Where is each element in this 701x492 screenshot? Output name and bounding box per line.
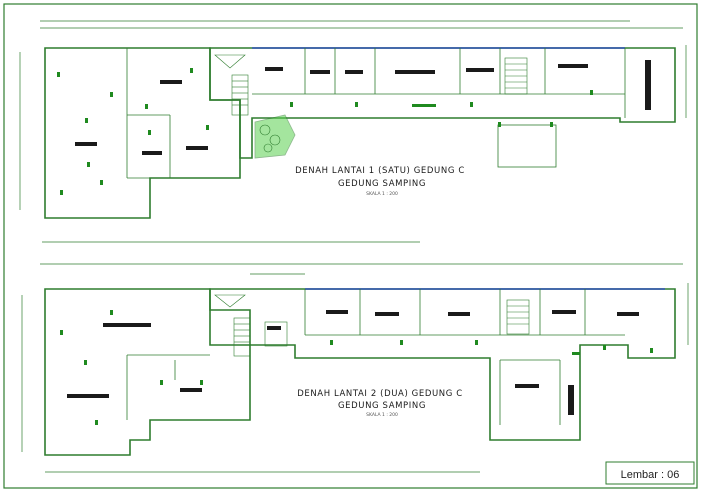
dimension-line-top-2 xyxy=(21,263,689,473)
floor-plan-1: DENAH LANTAI 1 (SATU) GEDUNG C GEDUNG SA… xyxy=(19,20,687,243)
left-block-2 xyxy=(44,288,251,456)
stairs-2 xyxy=(214,294,530,357)
garden-1 xyxy=(254,114,296,159)
floor-plan-2-title: DENAH LANTAI 2 (DUA) GEDUNG C xyxy=(297,389,463,399)
room-tags-1 xyxy=(75,60,651,155)
sheet-label: Lembar : 06 xyxy=(621,469,680,481)
floor-plan-2: DENAH LANTAI 2 (DUA) GEDUNG C GEDUNG SAM… xyxy=(21,263,689,473)
right-wing-1 xyxy=(209,47,676,159)
column-markers-2 xyxy=(60,310,653,425)
floor-plan-1-title: DENAH LANTAI 1 (SATU) GEDUNG C xyxy=(295,166,465,176)
sheet-frame xyxy=(3,3,698,489)
floor-plan-1-scale: SKALA 1 : 200 xyxy=(366,191,398,197)
column-markers-1 xyxy=(57,68,593,195)
stairs-1 xyxy=(214,54,528,116)
floor-plan-2-subtitle: GEDUNG SAMPING xyxy=(338,401,426,411)
sheet-label-box: Lembar : 06 xyxy=(605,461,695,485)
floor-plan-2-scale: SKALA 1 : 200 xyxy=(366,412,398,418)
floor-plan-1-subtitle: GEDUNG SAMPING xyxy=(338,179,426,189)
dimension-line-top-1 xyxy=(19,20,687,243)
porch-1 xyxy=(497,124,557,168)
room-tags-2 xyxy=(67,310,639,415)
right-wing-2 xyxy=(209,288,676,441)
